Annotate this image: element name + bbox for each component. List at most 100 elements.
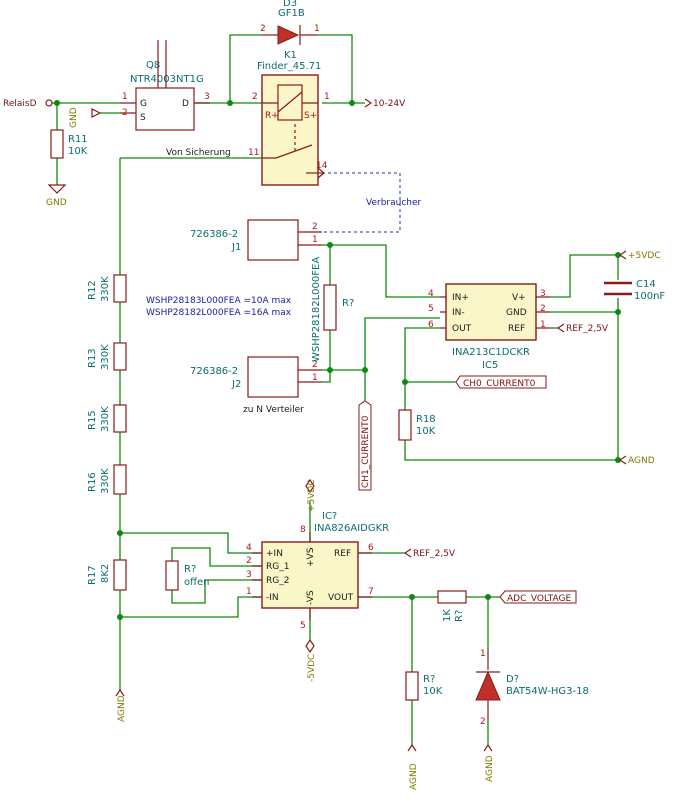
r16-value: 330K (100, 468, 111, 494)
c14-ref: C14 (636, 279, 656, 290)
ic5-pin1: 1 (540, 320, 546, 330)
j2-body (247, 356, 299, 398)
port-plus5-ina826-label: +5VDC (307, 479, 317, 512)
ic5-body (445, 283, 537, 341)
junction-dot (615, 309, 621, 315)
port-plus5-top: +5VDC (618, 250, 661, 261)
junction-dot (402, 379, 408, 385)
junction-dot (327, 367, 333, 373)
j1-pin2: 2 (312, 222, 318, 232)
ic7-label-rg1: RG_1 (266, 562, 289, 572)
ic5-label-gnd: GND (506, 308, 527, 318)
port-ref-ic5-label: REF_2,5V (566, 324, 609, 334)
label-adc-text: ADC_VOLTAGE (507, 594, 572, 604)
shunt-resistor: R? WSHP28182L000FEA (311, 257, 354, 362)
j2-caption: zu N Verteiler (243, 405, 304, 415)
resistor-r12: R12 330K (87, 274, 127, 303)
q8-body (135, 87, 195, 131)
d3-value: GF1B (278, 8, 305, 19)
r13-ref: R13 (87, 348, 98, 368)
resistor-series: 1K R? (437, 590, 467, 622)
junction-dot (485, 594, 491, 600)
ic7-label-inp: +IN (266, 549, 283, 559)
label-ch1: CH1_CURRENT0 (358, 400, 372, 491)
ic7-label-ref: REF (334, 549, 351, 559)
resistor-r11: R11 10K GND GND (46, 107, 88, 208)
junction-dot (349, 100, 355, 106)
r15-ref: R15 (87, 410, 98, 430)
k1-coil-minus: S+ (304, 111, 317, 121)
r17-value: 8K2 (100, 564, 111, 583)
resistor-rg: R? offen (165, 560, 210, 591)
junction-dot (362, 367, 368, 373)
port-agnd-left: AGND (115, 688, 127, 722)
shunt-value: WSHP28182L000FEA (311, 257, 322, 362)
amplifier-ic5: IN+ IN- OUT V+ GND REF 4 5 6 3 2 1 INA21… (428, 283, 550, 371)
port-agnd-left-label: AGND (117, 695, 127, 722)
q8-pin3: 3 (204, 92, 210, 102)
resistor-r13: R13 330K (87, 342, 127, 371)
q8-value: NTR4003NT1G (130, 74, 204, 85)
rg-value: offen (184, 577, 210, 588)
mosfet-q8: Q8 NTR4003NT1G G S D 1 2 3 (91, 40, 210, 131)
connector-j1: 726386-2 J1 2 1 (190, 219, 322, 261)
port-agnd-right-bottom: AGND (483, 743, 495, 782)
ic5-pin2: 2 (540, 304, 546, 314)
q8-ref: Q8 (146, 60, 160, 71)
ic7-label-vout: VOUT (328, 593, 354, 603)
c14-value: 100nF (634, 291, 665, 302)
junction-dot (409, 594, 415, 600)
gnd-label-q8: GND (69, 107, 79, 128)
r-series-ref: R? (454, 610, 465, 622)
resistor-r15: R15 330K (87, 404, 127, 433)
ic7-value: INA826AIDGKR (314, 523, 389, 534)
q8-label-s: S (140, 113, 146, 123)
ic5-label-vp: V+ (512, 293, 526, 303)
resistor-r17: R17 8K2 (87, 559, 127, 591)
q8-label-d: D (182, 99, 189, 109)
ic5-label-out: OUT (452, 324, 472, 334)
port-ref-ina826-label: REF_2,5V (413, 549, 456, 559)
shunt-note-2: WSHP28182L000FEA =16A max (146, 308, 292, 318)
r11-value: 10K (68, 146, 88, 157)
r12-value: 330K (100, 276, 111, 302)
junction-dot (117, 530, 123, 536)
ic7-pin4: 4 (246, 543, 252, 553)
label-adc: ADC_VOLTAGE (499, 590, 577, 604)
relay-k1: K1 Finder_45.71 R+ S+ 2 1 11 14 (248, 50, 330, 186)
j2-ref: J2 (231, 379, 241, 390)
junction-dot (615, 457, 621, 463)
shunt-body (323, 284, 337, 331)
diode-d3: D3 GF1B 2 1 (260, 0, 320, 45)
ic7-label-vsp: +VS (306, 547, 316, 567)
port-ref-ina826: REF_2,5V (403, 548, 456, 559)
q8-label-g: G (140, 99, 147, 109)
junction-dot (54, 100, 60, 106)
resistor-r16: R16 330K (87, 464, 127, 495)
j2-value: 726386-2 (190, 366, 238, 377)
r15-value: 330K (100, 406, 111, 432)
shunt-ref: R? (342, 298, 354, 309)
ic5-label-ref: REF (508, 324, 525, 334)
ic5-label-inn: IN- (452, 308, 465, 318)
ic7-label-vsn: -VS (306, 590, 316, 605)
port-minus5-ina826-label: -5VDC (307, 654, 317, 682)
r11-ref: R11 (68, 134, 88, 145)
von-sicherung-label: Von Sicherung (166, 148, 231, 158)
label-ch0-text: CH0_CURRENT0 (463, 379, 536, 389)
d3-pin1: 1 (314, 24, 320, 34)
r16-ref: R16 (87, 472, 98, 492)
d-clamp-ref: D? (506, 674, 519, 685)
rg-ref: R? (184, 564, 196, 575)
k1-pin2: 2 (252, 92, 258, 102)
r18-body (398, 409, 412, 441)
j1-ref: J1 (231, 242, 241, 253)
label-ch1-text: CH1_CURRENT0 (361, 415, 371, 488)
r11-body (50, 129, 64, 159)
ic7-pin1: 1 (246, 587, 252, 597)
ic7-pin3: 3 (246, 570, 252, 580)
port-agnd-right-label: AGND (628, 456, 655, 466)
port-relaisd-label: RelaisD (3, 99, 37, 109)
wires (52, 34, 619, 745)
junction-dot (615, 252, 621, 258)
